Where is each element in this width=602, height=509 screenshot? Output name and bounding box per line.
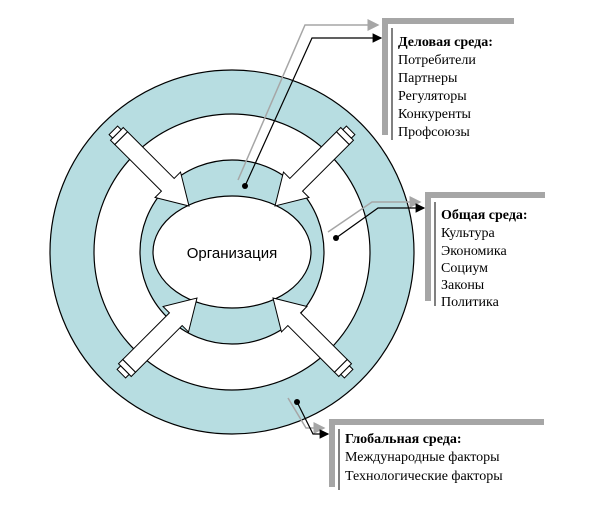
- organization-ellipse: [152, 195, 312, 309]
- business-box-item: Партнеры: [398, 71, 458, 86]
- business-environment-box: Деловая среда: Потребители Партнеры Регу…: [382, 18, 514, 140]
- business-box-item: Профсоюзы: [398, 125, 470, 140]
- arrow-bottom-right: [272, 297, 354, 379]
- global-box-side-bar: [329, 419, 335, 487]
- general-connector: [335, 203, 426, 239]
- business-box-item: Регуляторы: [398, 89, 467, 104]
- organization-label: Организация: [187, 245, 277, 262]
- general-box-title: Общая среда:: [441, 208, 528, 223]
- global-environment-box: Глобальная среда: Международные факторы …: [329, 419, 544, 490]
- general-box-item: Социум: [441, 261, 488, 276]
- general-box-side-bar: [425, 192, 431, 301]
- global-box-item: Международные факторы: [345, 450, 500, 465]
- arrow-top-right: [274, 125, 356, 207]
- general-box-item: Политика: [441, 295, 500, 310]
- business-connector-shadow: [237, 19, 380, 181]
- business-box-item: Потребители: [398, 53, 476, 68]
- business-box-side-bar: [382, 18, 388, 135]
- global-box-top-bar: [329, 419, 544, 425]
- global-box-title: Глобальная среда:: [345, 432, 461, 447]
- general-box-item: Культура: [441, 226, 495, 241]
- business-box-item: Конкуренты: [398, 107, 472, 122]
- general-connector-shadow: [327, 196, 422, 233]
- general-box-item: Законы: [441, 278, 485, 293]
- arrow-bottom-left: [116, 297, 198, 379]
- business-box-title: Деловая среда:: [398, 35, 493, 50]
- general-box-item: Экономика: [441, 244, 508, 259]
- arrow-top-left: [108, 125, 190, 207]
- global-connector-shadow: [287, 397, 326, 434]
- business-connector: [244, 33, 383, 187]
- general-environment-box: Общая среда: Культура Экономика Социум З…: [425, 192, 545, 310]
- general-box-top-bar: [425, 192, 545, 198]
- global-box-item: Технологические факторы: [345, 469, 503, 484]
- global-connector: [296, 401, 330, 439]
- business-box-top-bar: [382, 18, 514, 24]
